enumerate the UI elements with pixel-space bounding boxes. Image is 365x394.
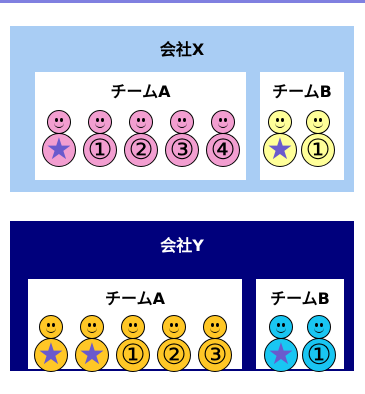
company-y-team-b-title: チームB bbox=[270, 289, 330, 308]
star-icon: ★ bbox=[37, 337, 65, 372]
member-number: ③ bbox=[169, 133, 195, 166]
company-x-team-b-members: ★① bbox=[260, 72, 344, 180]
member-body: ★ bbox=[75, 338, 109, 372]
member-number: ④ bbox=[210, 133, 236, 166]
member-body: ① bbox=[302, 338, 336, 372]
team-member-figure: ★ bbox=[263, 110, 299, 174]
star-icon: ★ bbox=[267, 337, 295, 372]
company-y-title: 会社Y bbox=[160, 236, 204, 255]
member-body: ★ bbox=[34, 338, 68, 372]
team-member-figure: ★ bbox=[34, 315, 70, 379]
company-y-team-b: チームB ★① bbox=[256, 279, 344, 372]
company-x-title: 会社X bbox=[159, 40, 205, 59]
smiley-face-icon bbox=[39, 315, 63, 339]
company-x-team-b: チームB ★① bbox=[260, 72, 344, 180]
smiley-face-icon bbox=[162, 315, 186, 339]
team-member-figure: ② bbox=[124, 110, 160, 174]
smiley-face-icon bbox=[268, 110, 292, 134]
member-number: ② bbox=[161, 338, 187, 371]
smiley-face-icon bbox=[307, 315, 331, 339]
star-icon: ★ bbox=[78, 337, 106, 372]
member-body: ③ bbox=[165, 133, 199, 167]
team-member-figure: ④ bbox=[206, 110, 242, 174]
team-member-figure: ★ bbox=[75, 315, 111, 379]
member-number: ① bbox=[306, 338, 332, 371]
team-member-figure: ③ bbox=[198, 315, 234, 379]
company-y-team-b-members: ★① bbox=[256, 279, 344, 372]
smiley-face-icon bbox=[47, 110, 71, 134]
member-number: ③ bbox=[202, 338, 228, 371]
top-border bbox=[0, 0, 365, 3]
smiley-face-icon bbox=[80, 315, 104, 339]
member-number: ② bbox=[128, 133, 154, 166]
team-member-figure: ② bbox=[157, 315, 193, 379]
team-member-figure: ① bbox=[301, 110, 337, 174]
team-member-figure: ① bbox=[83, 110, 119, 174]
member-body: ③ bbox=[198, 338, 232, 372]
member-body: ④ bbox=[206, 133, 240, 167]
member-body: ① bbox=[301, 133, 335, 167]
company-x-team-a-title: チームA bbox=[110, 82, 171, 101]
member-body: ② bbox=[124, 133, 158, 167]
smiley-face-icon bbox=[88, 110, 112, 134]
smiley-face-icon bbox=[269, 315, 293, 339]
star-icon: ★ bbox=[266, 132, 294, 167]
member-number: ① bbox=[120, 338, 146, 371]
team-member-figure: ① bbox=[302, 315, 338, 379]
team-member-figure: ★ bbox=[264, 315, 300, 379]
member-body: ★ bbox=[42, 133, 76, 167]
member-body: ② bbox=[157, 338, 191, 372]
member-body: ★ bbox=[264, 338, 298, 372]
smiley-face-icon bbox=[170, 110, 194, 134]
member-number: ① bbox=[87, 133, 113, 166]
team-member-figure: ★ bbox=[42, 110, 78, 174]
smiley-face-icon bbox=[211, 110, 235, 134]
smiley-face-icon bbox=[306, 110, 330, 134]
star-icon: ★ bbox=[45, 132, 73, 167]
smiley-face-icon bbox=[129, 110, 153, 134]
company-x-team-b-title: チームB bbox=[272, 82, 332, 101]
smiley-face-icon bbox=[121, 315, 145, 339]
member-body: ① bbox=[83, 133, 117, 167]
team-member-figure: ③ bbox=[165, 110, 201, 174]
member-number: ① bbox=[305, 133, 331, 166]
team-member-figure: ① bbox=[116, 315, 152, 379]
smiley-face-icon bbox=[203, 315, 227, 339]
member-body: ① bbox=[116, 338, 150, 372]
member-body: ★ bbox=[263, 133, 297, 167]
company-y-team-a-title: チームA bbox=[105, 289, 165, 308]
